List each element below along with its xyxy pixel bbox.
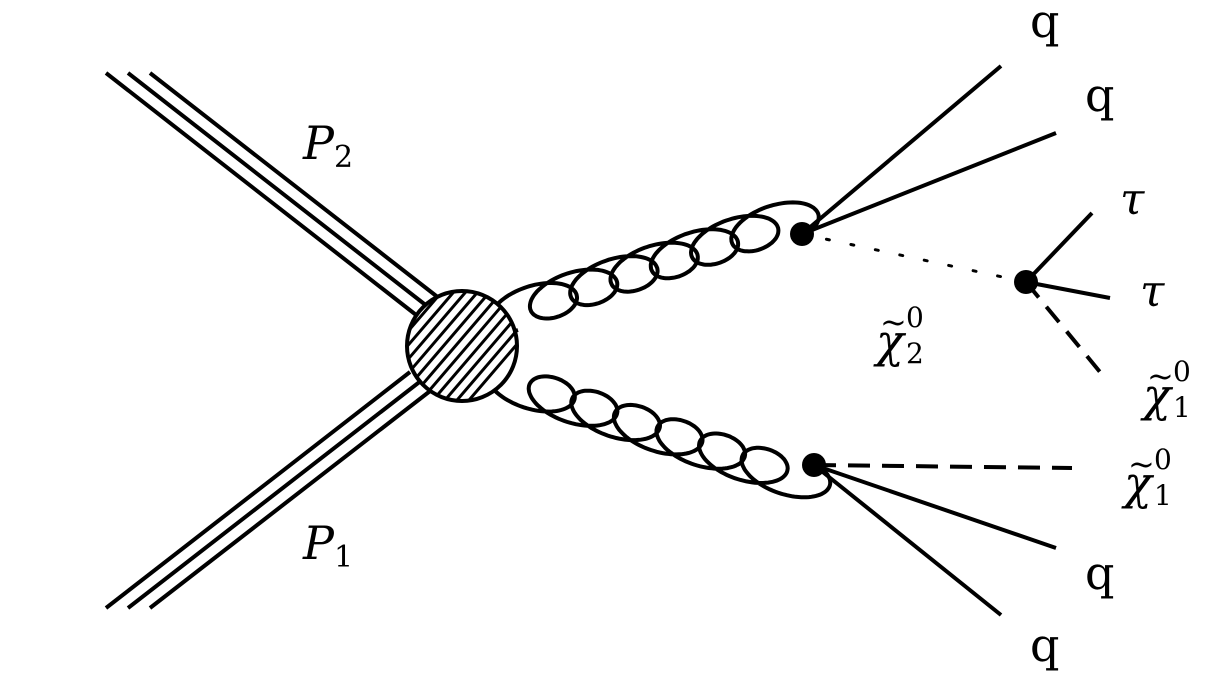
label-neutralino-1-lower: χ ~ 0 1 (1124, 443, 1172, 512)
label-neutralino-1-upper: χ ~ 0 1 (1143, 355, 1191, 424)
vertex-bottom (802, 453, 826, 477)
label-quark-top-1: q (1030, 0, 1060, 48)
label-tau-1: τ (1120, 174, 1145, 225)
label-quark-top-2: q (1085, 68, 1115, 122)
label-p1: P1 (303, 516, 354, 575)
bottom-vertex-lines (812, 463, 1073, 617)
label-p2: P2 (303, 116, 354, 175)
proton-p1-lines (104, 370, 436, 610)
gluon-bottom (484, 360, 833, 500)
label-tau-2: τ (1140, 266, 1165, 317)
decay-vertex-lines (1024, 211, 1111, 374)
label-quark-bottom-2: q (1030, 618, 1060, 672)
label-quark-bottom-1: q (1085, 546, 1115, 600)
neutralino2-dotted-line (800, 232, 1028, 284)
gluon-top (487, 200, 821, 334)
top-vertex-quarks (800, 64, 1057, 236)
vertex-top (790, 222, 814, 246)
proton-p2-lines (104, 71, 446, 320)
vertex-decay (1014, 270, 1038, 294)
label-neutralino-2: χ ~ 0 2 (876, 301, 924, 370)
